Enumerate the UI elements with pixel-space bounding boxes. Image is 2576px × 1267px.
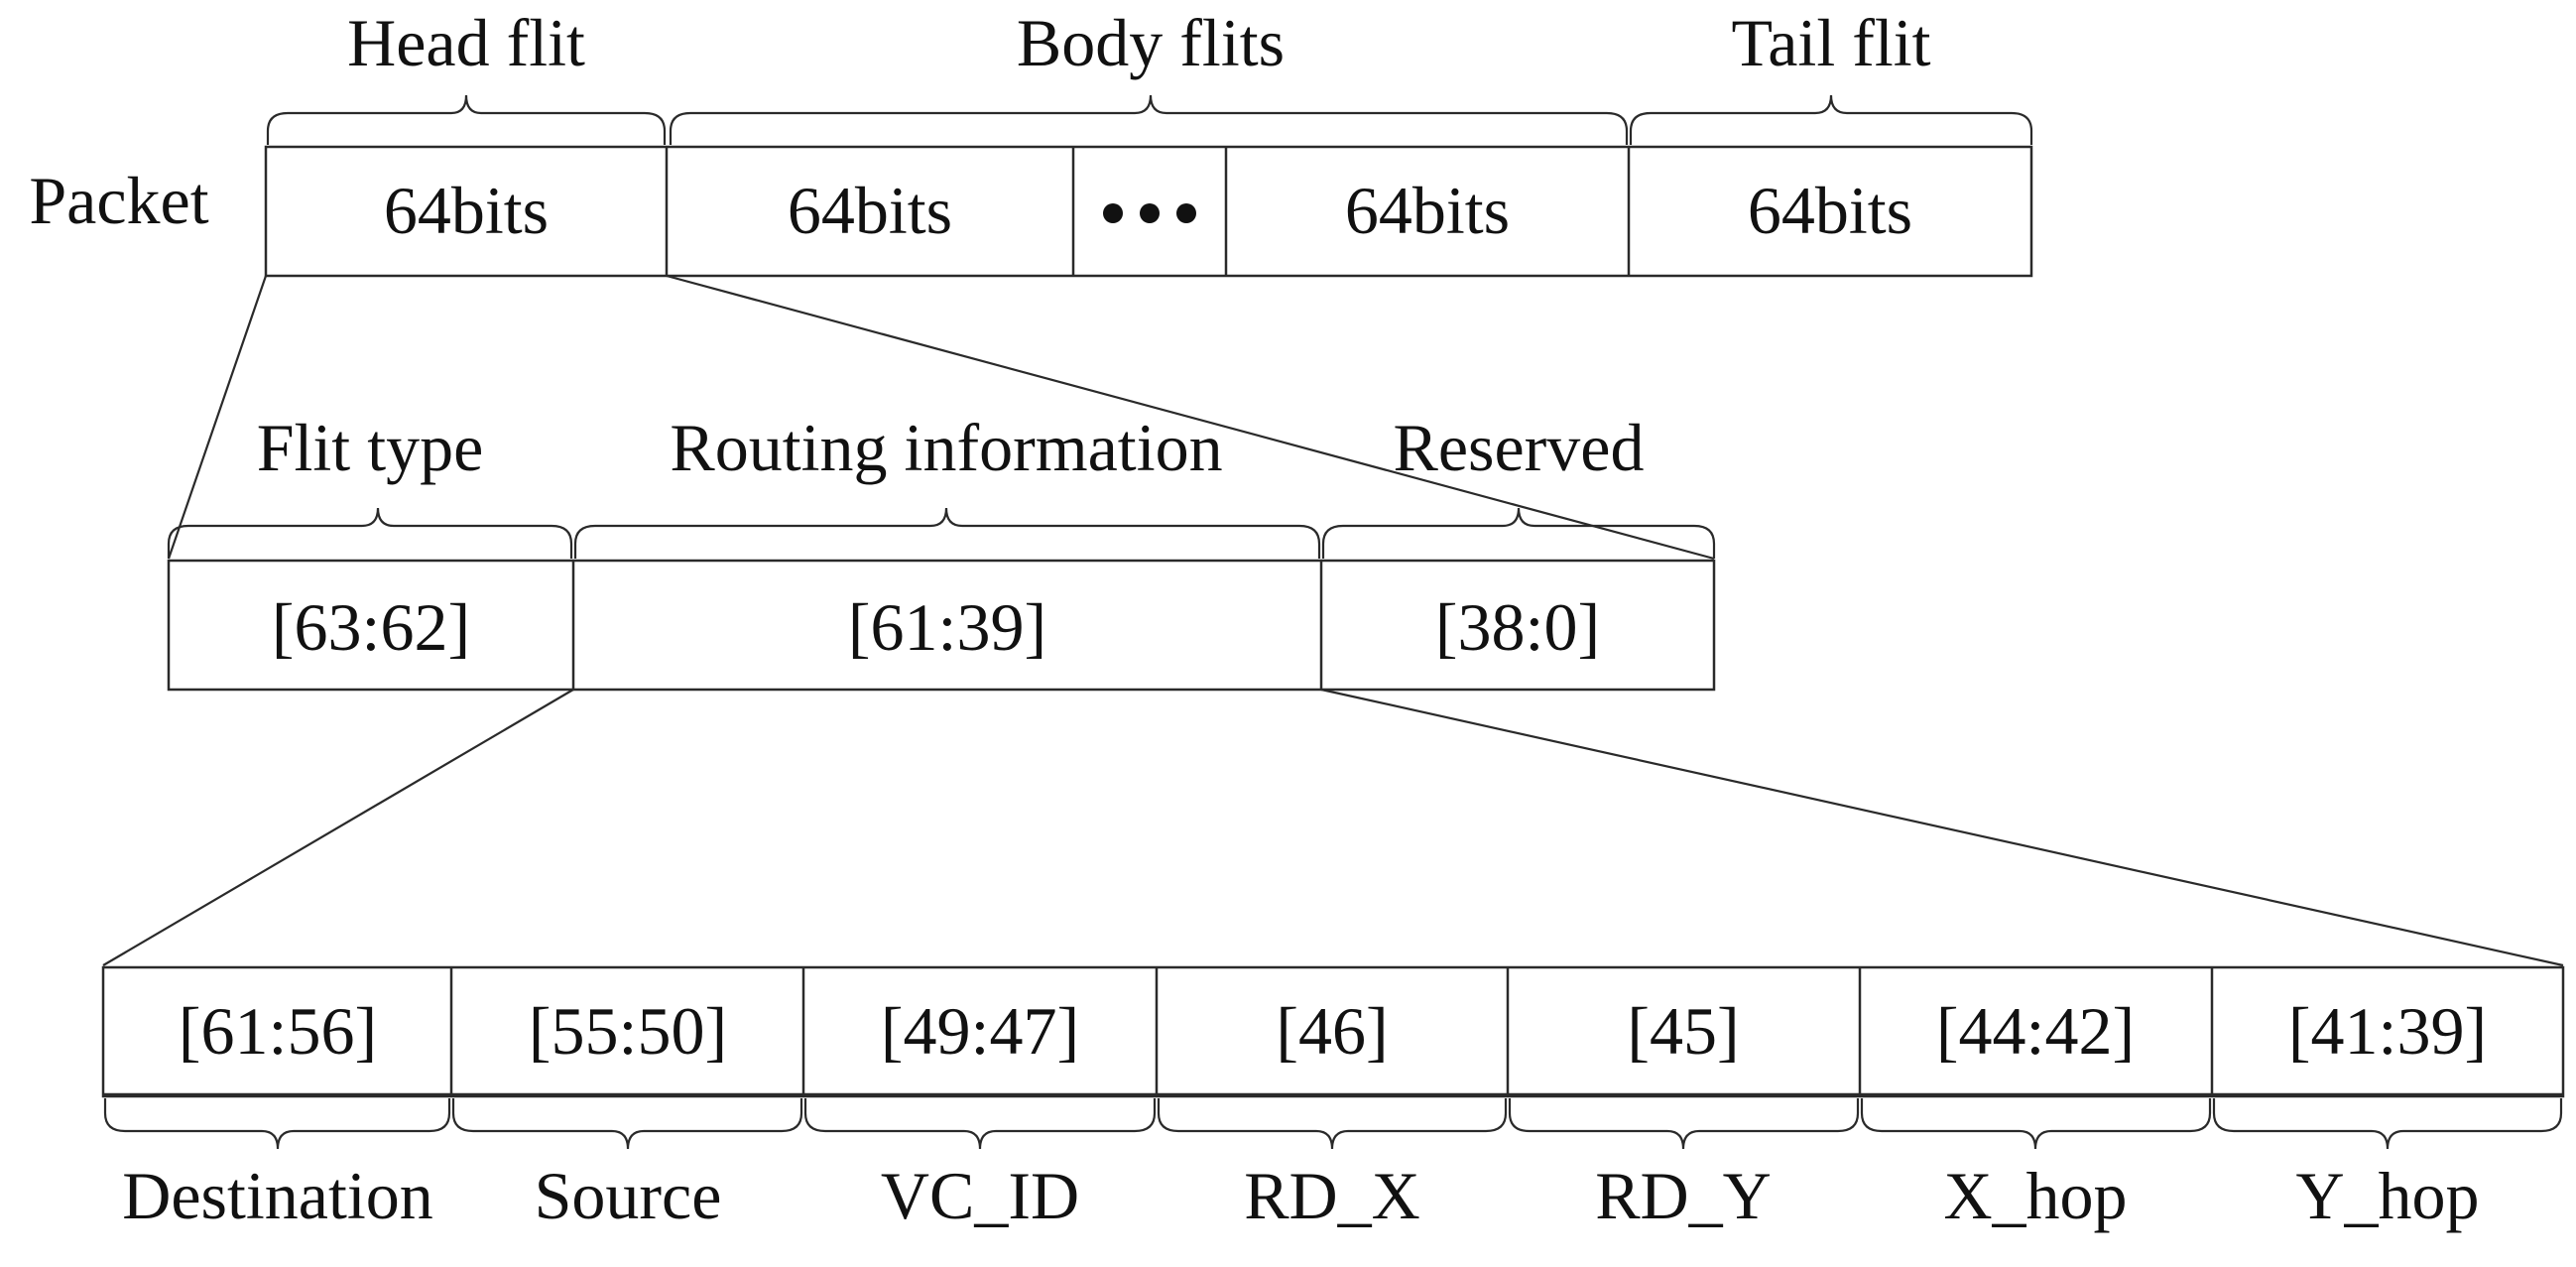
- destination-bits: [61:56]: [179, 993, 377, 1069]
- rd-x-brace: [1157, 1098, 1508, 1150]
- routing-row: [61:56] [55:50] [49:47] [46] [45] [44:42…: [101, 965, 2565, 1098]
- routing-info-brace: [573, 507, 1321, 559]
- packet-label: Packet: [29, 163, 208, 238]
- flit-type-header: Flit type: [257, 410, 484, 485]
- reserved-brace: [1321, 507, 1716, 559]
- vc-id-bits: [49:47]: [881, 993, 1079, 1069]
- tail-flit-cell: 64bits: [1748, 173, 1912, 248]
- y-hop-bits: [41:39]: [2288, 993, 2487, 1069]
- routing-braces: [103, 1098, 2563, 1150]
- flit-type-brace: [167, 507, 573, 559]
- rd-x-bits: [46]: [1276, 993, 1388, 1069]
- ellipsis-dots: [1103, 203, 1196, 223]
- packet-braces: [266, 94, 2033, 145]
- destination-label: Destination: [122, 1158, 433, 1233]
- destination-brace: [103, 1098, 451, 1150]
- x-hop-bits: [44:42]: [1936, 993, 2135, 1069]
- body-flits-header: Body flits: [1017, 5, 1285, 80]
- vc-id-label: VC_ID: [881, 1158, 1079, 1233]
- source-bits: [55:50]: [529, 993, 727, 1069]
- vc-id-brace: [803, 1098, 1157, 1150]
- head-flit-header: Head flit: [347, 5, 585, 80]
- tail-flit-brace: [1629, 94, 2033, 145]
- head-flit-row: [63:62] [61:39] [38:0]: [167, 559, 1716, 692]
- body-flits-brace: [669, 94, 1629, 145]
- y-hop-label: Y_hop: [2295, 1158, 2479, 1233]
- head-flit-braces: [167, 507, 1716, 559]
- x-hop-label: X_hop: [1943, 1158, 2127, 1233]
- source-label: Source: [535, 1158, 722, 1233]
- x-hop-brace: [1860, 1098, 2212, 1150]
- zoom-lines-routing: [102, 688, 2564, 967]
- rd-x-label: RD_X: [1244, 1158, 1420, 1233]
- head-flit-cell: 64bits: [384, 173, 549, 248]
- routing-info-header: Routing information: [670, 410, 1222, 485]
- body-flit-cell-last: 64bits: [1345, 173, 1510, 248]
- flit-type-bits: [63:62]: [272, 589, 470, 665]
- head-flit-brace: [266, 94, 667, 145]
- source-brace: [451, 1098, 803, 1150]
- body-flit-cell-first: 64bits: [788, 173, 952, 248]
- routing-info-bits: [61:39]: [848, 589, 1046, 665]
- rd-y-bits: [45]: [1627, 993, 1739, 1069]
- packet-row: 64bits 64bits 64bits 64bits: [264, 145, 2033, 278]
- tail-flit-header: Tail flit: [1731, 5, 1930, 80]
- zoom-lines-head-flit: [167, 274, 1715, 561]
- rd-y-brace: [1508, 1098, 1860, 1150]
- rd-y-label: RD_Y: [1595, 1158, 1772, 1233]
- reserved-bits: [38:0]: [1435, 589, 1600, 665]
- y-hop-brace: [2212, 1098, 2563, 1150]
- reserved-header: Reserved: [1393, 410, 1644, 485]
